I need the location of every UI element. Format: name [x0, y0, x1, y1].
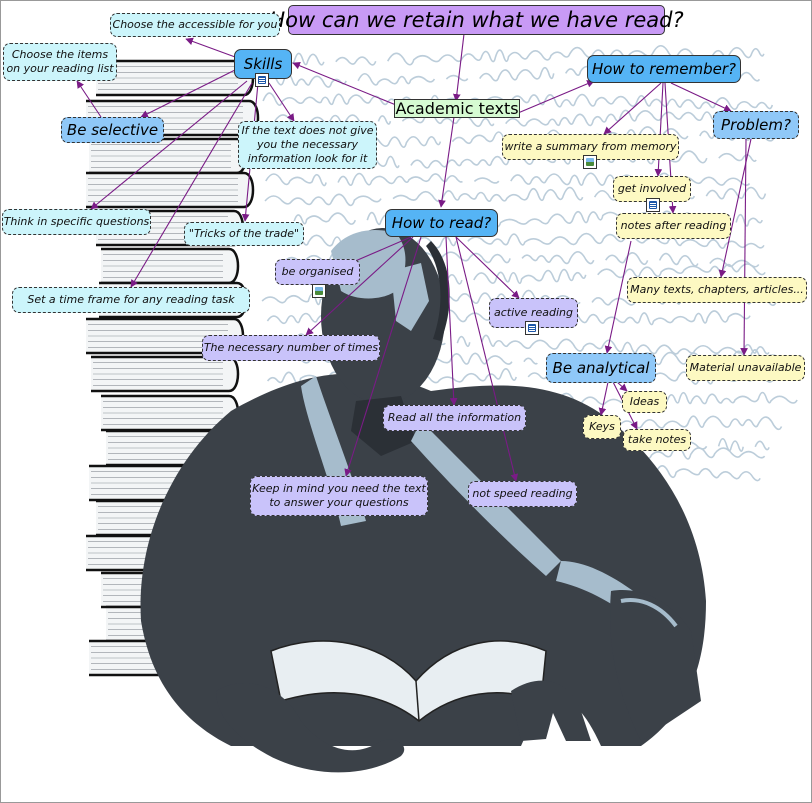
how-to-remember-node[interactable]: How to remember?: [587, 55, 741, 83]
take-notes-node[interactable]: take notes: [623, 429, 691, 451]
material-unavailable-node[interactable]: Material unavailable: [686, 355, 805, 381]
be-organised-node[interactable]: be organised: [275, 259, 360, 285]
document-icon[interactable]: [525, 321, 539, 335]
choose-items-node[interactable]: Choose the items on your reading list: [3, 43, 117, 81]
ideas-node[interactable]: Ideas: [622, 391, 667, 413]
read-all-node[interactable]: Read all the information: [383, 405, 526, 431]
document-icon[interactable]: [255, 73, 269, 87]
think-questions-node[interactable]: Think in specific questions: [2, 209, 151, 235]
keep-in-mind-node[interactable]: Keep in mind you need the text to answer…: [250, 476, 428, 516]
be-analytical-node[interactable]: Be analytical: [546, 353, 656, 383]
image-icon[interactable]: [312, 284, 326, 298]
tricks-node[interactable]: "Tricks of the trade": [184, 222, 304, 246]
keys-node[interactable]: Keys: [583, 415, 621, 439]
academic-texts-node[interactable]: Academic texts: [394, 98, 520, 118]
problem-node[interactable]: Problem?: [713, 111, 799, 139]
many-texts-node[interactable]: Many texts, chapters, articles...: [627, 277, 807, 303]
time-frame-node[interactable]: Set a time frame for any reading task: [12, 287, 250, 313]
image-icon[interactable]: [583, 155, 597, 169]
get-involved-node[interactable]: get involved: [613, 176, 691, 202]
not-speed-node[interactable]: not speed reading: [468, 481, 577, 507]
be-selective-node[interactable]: Be selective: [61, 117, 164, 143]
map-title-node[interactable]: How can we retain what we have read?: [269, 5, 684, 35]
how-to-read-node[interactable]: How to read?: [385, 209, 498, 237]
necessary-times-node[interactable]: The necessary number of times: [202, 335, 380, 361]
notes-after-node[interactable]: notes after reading: [616, 213, 731, 239]
text-not-info-node[interactable]: If the text does not give you the necess…: [238, 121, 377, 169]
choose-accessible-node[interactable]: Choose the accessible for you: [110, 13, 280, 37]
document-icon[interactable]: [646, 198, 660, 212]
